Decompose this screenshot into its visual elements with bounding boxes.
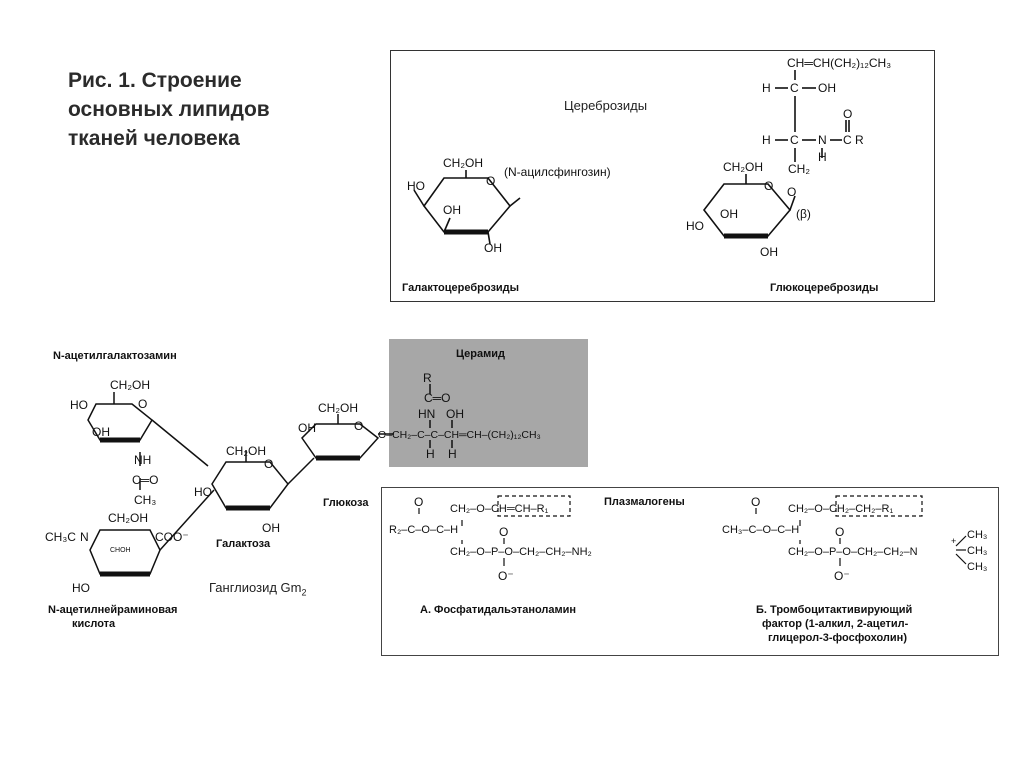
gluco-c1: C (790, 81, 799, 95)
cerebrosides-title: Цереброзиды (564, 98, 648, 113)
pla-o-p: O (499, 525, 508, 539)
plasmalogen-a-structure (418, 495, 571, 566)
title-line-2: основных липидов (68, 98, 270, 121)
gluco-r: R (855, 133, 864, 147)
plb-caption-3: глицерол-3-фосфохолин) (768, 632, 907, 644)
galacto-oh-2: OH (484, 241, 502, 255)
pla-o-minus: O⁻ (498, 569, 514, 583)
sialic-coo: COO⁻ (155, 530, 189, 544)
gal-ho: HO (194, 485, 212, 499)
gluco-oh-chain: OH (818, 81, 836, 95)
glc-ho: OH (298, 421, 316, 435)
title-line-1: Рис. 1. Строение (68, 69, 242, 92)
plb-ch3-b: CH₃ (967, 545, 987, 557)
gluco-h2: H (762, 133, 771, 147)
galnac-label: N-ацетилгалактозамин (53, 350, 177, 362)
gal-ch2oh: CH₂OH (226, 444, 266, 458)
plb-o-top: O (751, 495, 760, 509)
pla-mid: R₂–C–O–C–H (389, 524, 458, 536)
gluco-beta: (β) (796, 207, 811, 221)
plasmalogen-b-structure (755, 495, 967, 566)
ganglioside-label: Ганглиозид Gm2 (209, 580, 307, 598)
gluco-ho: HO (686, 219, 704, 233)
sialic-label-2: кислота (72, 618, 116, 630)
galnac-co: C═O (132, 473, 159, 487)
gluco-o: O (843, 107, 852, 121)
ceramide-oh: OH (446, 407, 464, 421)
title-line-3: тканей человека (68, 127, 240, 150)
glc-ring-o: O (354, 419, 363, 433)
gal-ring-o: O (264, 457, 273, 471)
galnac-ch2oh: CH₂OH (110, 378, 150, 392)
gluco-oh-1: OH (720, 207, 738, 221)
sialic-ch3c: CH₃C (45, 530, 76, 544)
galnac-ho: HO (70, 398, 88, 412)
plb-caption-2: фактор (1-алкил, 2-ацетил- (762, 618, 909, 630)
galnac-ch3: CH₃ (134, 493, 156, 507)
slide-title: Рис. 1. Строение основных липидов тканей… (68, 66, 368, 153)
galacto-ring-o: O (486, 174, 495, 188)
ceramide-highlight (389, 339, 588, 467)
gluco-co: C (843, 133, 852, 147)
plb-ch3-c: CH₃ (967, 561, 987, 573)
pla-top: CH₂–O–CH═CH–R₁ (450, 503, 549, 515)
gal-oh: OH (262, 521, 280, 535)
gluco-top-chain: CH═CH(CH₂)₁₂CH₃ (787, 56, 891, 70)
sialic-label-1: N-ацетилнейраминовая (48, 604, 177, 616)
plasmalogens-title: Плазмалогены (604, 496, 685, 508)
ceramide-chain: O–CH₂–C–C–CH═CH–(CH₂)₁₂CH₃ (378, 429, 541, 441)
gluco-nh: H (818, 150, 827, 164)
galacto-label: Галактоцереброзиды (402, 282, 519, 294)
glucose-label: Глюкоза (323, 497, 369, 509)
plb-top: CH₂–O–CH₂–CH₂–R₁ (788, 503, 893, 515)
ceramide-hn: HN (418, 407, 435, 421)
sialic-n: N (80, 530, 89, 544)
galactocerebroside-structure (413, 170, 521, 245)
ceramide-co: C═O (424, 391, 451, 405)
galacto-ho: HO (407, 179, 425, 193)
gluco-n: N (818, 133, 827, 147)
cerebrosides-panel (390, 50, 935, 302)
gluco-link-o: O (787, 185, 796, 199)
plb-ch3-a: CH₃ (967, 529, 987, 541)
pla-caption: А. Фосфатидальэтаноламин (420, 604, 576, 616)
plb-bottom: CH₂–O–P–O–CH₂–CH₂–N (788, 546, 918, 558)
gluco-ch2: CH₂ (788, 162, 810, 176)
gluco-ch2oh: CH₂OH (723, 160, 763, 174)
galnac-ring-o: O (138, 397, 147, 411)
plb-o-minus: O⁻ (834, 569, 850, 583)
galactose-label: Галактоза (216, 538, 271, 550)
gluco-label: Глюкоцереброзиды (770, 282, 878, 294)
gluco-oh-2: OH (760, 245, 778, 259)
plb-o-p: O (835, 525, 844, 539)
galacto-substituent: (N-ацилсфингозин) (504, 165, 611, 179)
pla-o-top: O (414, 495, 423, 509)
plasmalogens-panel (381, 487, 999, 656)
galacto-oh-1: OH (443, 203, 461, 217)
plb-plus: + (951, 536, 956, 546)
ganglioside-structure (87, 384, 453, 577)
galnac-nh: NH (134, 453, 151, 467)
gluco-c2: C (790, 133, 799, 147)
plb-mid: CH₃–C–O–C–H (722, 524, 799, 536)
pla-bottom: CH₂–O–P–O–CH₂–CH₂–NH₂ (450, 546, 592, 558)
ceramide-r: R (423, 371, 432, 385)
gluco-h1: H (762, 81, 771, 95)
glucocerebroside-structure (702, 70, 850, 239)
sialic-choh: CHOH (110, 547, 131, 554)
sialic-ch2oh: CH₂OH (108, 511, 148, 525)
glc-ch2oh: CH₂OH (318, 401, 358, 415)
ceramide-h2: H (448, 447, 457, 461)
gluco-ring-o: O (764, 179, 773, 193)
sialic-ho: HO (72, 581, 90, 595)
ceramide-title: Церамид (456, 348, 506, 360)
plb-caption-1: Б. Тромбоцитактивирующий (756, 604, 912, 616)
galacto-ch2oh: CH₂OH (443, 156, 483, 170)
ceramide-h1: H (426, 447, 435, 461)
galnac-oh: OH (92, 425, 110, 439)
